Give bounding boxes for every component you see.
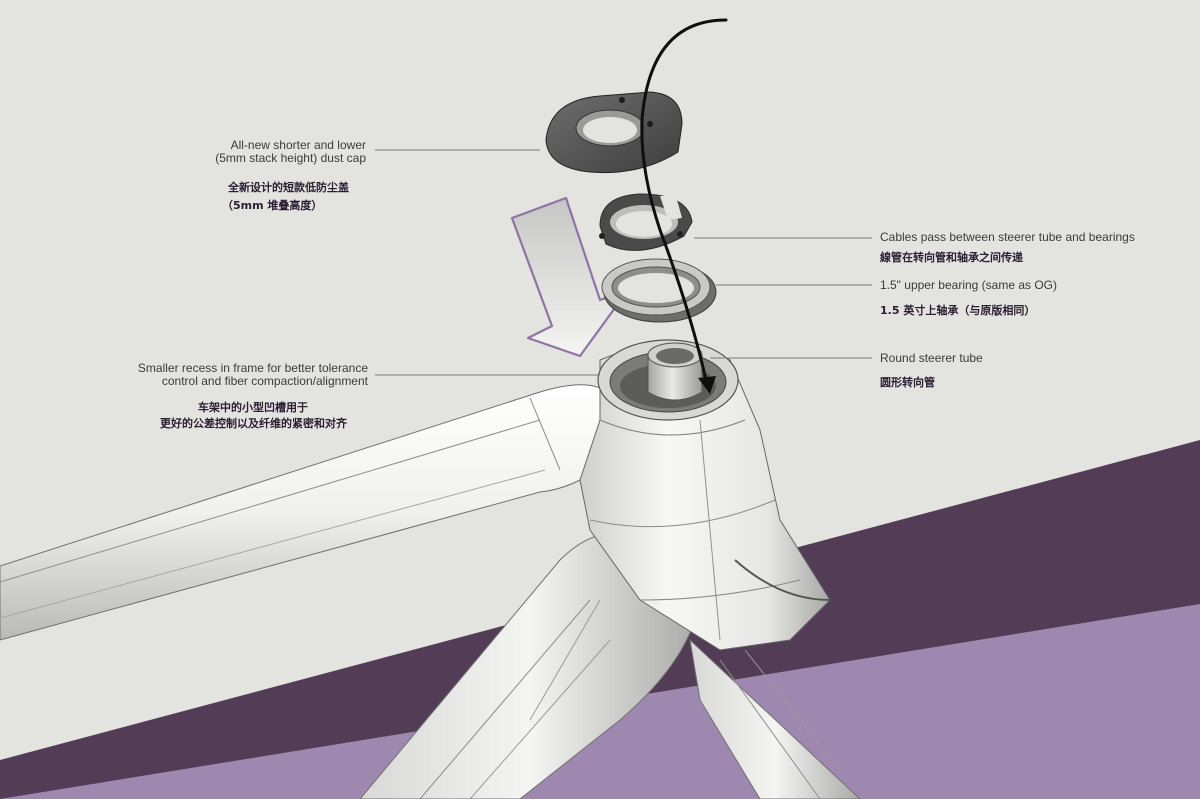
dust-cap-label-cn-1: 全新设计的短款低防尘盖 xyxy=(228,181,349,194)
dust-cap-label-en-2: (5mm stack height) dust cap xyxy=(215,151,366,165)
assembly-arrow xyxy=(510,196,630,358)
cables-label-en: Cables pass between steerer tube and bea… xyxy=(880,230,1135,244)
dust-cap-label-en-1: All-new shorter and lower xyxy=(230,138,366,152)
cable-arrowhead xyxy=(698,376,716,394)
steerer-tube xyxy=(647,354,703,401)
dust-cap-label-cn-2: （5mm 堆叠高度） xyxy=(222,199,323,212)
recess-label-en-1: Smaller recess in frame for better toler… xyxy=(137,361,368,375)
dust-cap xyxy=(545,91,683,174)
recess-label-en-2: control and fiber compaction/alignment xyxy=(161,374,368,388)
bearing-label-en: 1.5" upper bearing (same as OG) xyxy=(880,278,1058,292)
fork-leg xyxy=(689,638,861,799)
recess-label-cn-2: 更好的公差控制以及纤维的紧密和对齐 xyxy=(160,417,347,430)
cable-spacer xyxy=(599,193,693,251)
steerer-label-cn: 圆形转向管 xyxy=(880,376,935,389)
upper-bearing xyxy=(601,258,717,323)
bearing-label-cn: 1.5 英寸上轴承（与原版相同） xyxy=(880,304,1036,317)
cable xyxy=(640,18,728,382)
recess-label-cn-1: 车架中的小型凹槽用于 xyxy=(198,401,308,414)
cables-label-cn: 線管在转向管和轴承之间传递 xyxy=(880,251,1023,264)
steerer-label-en: Round steerer tube xyxy=(880,351,983,365)
